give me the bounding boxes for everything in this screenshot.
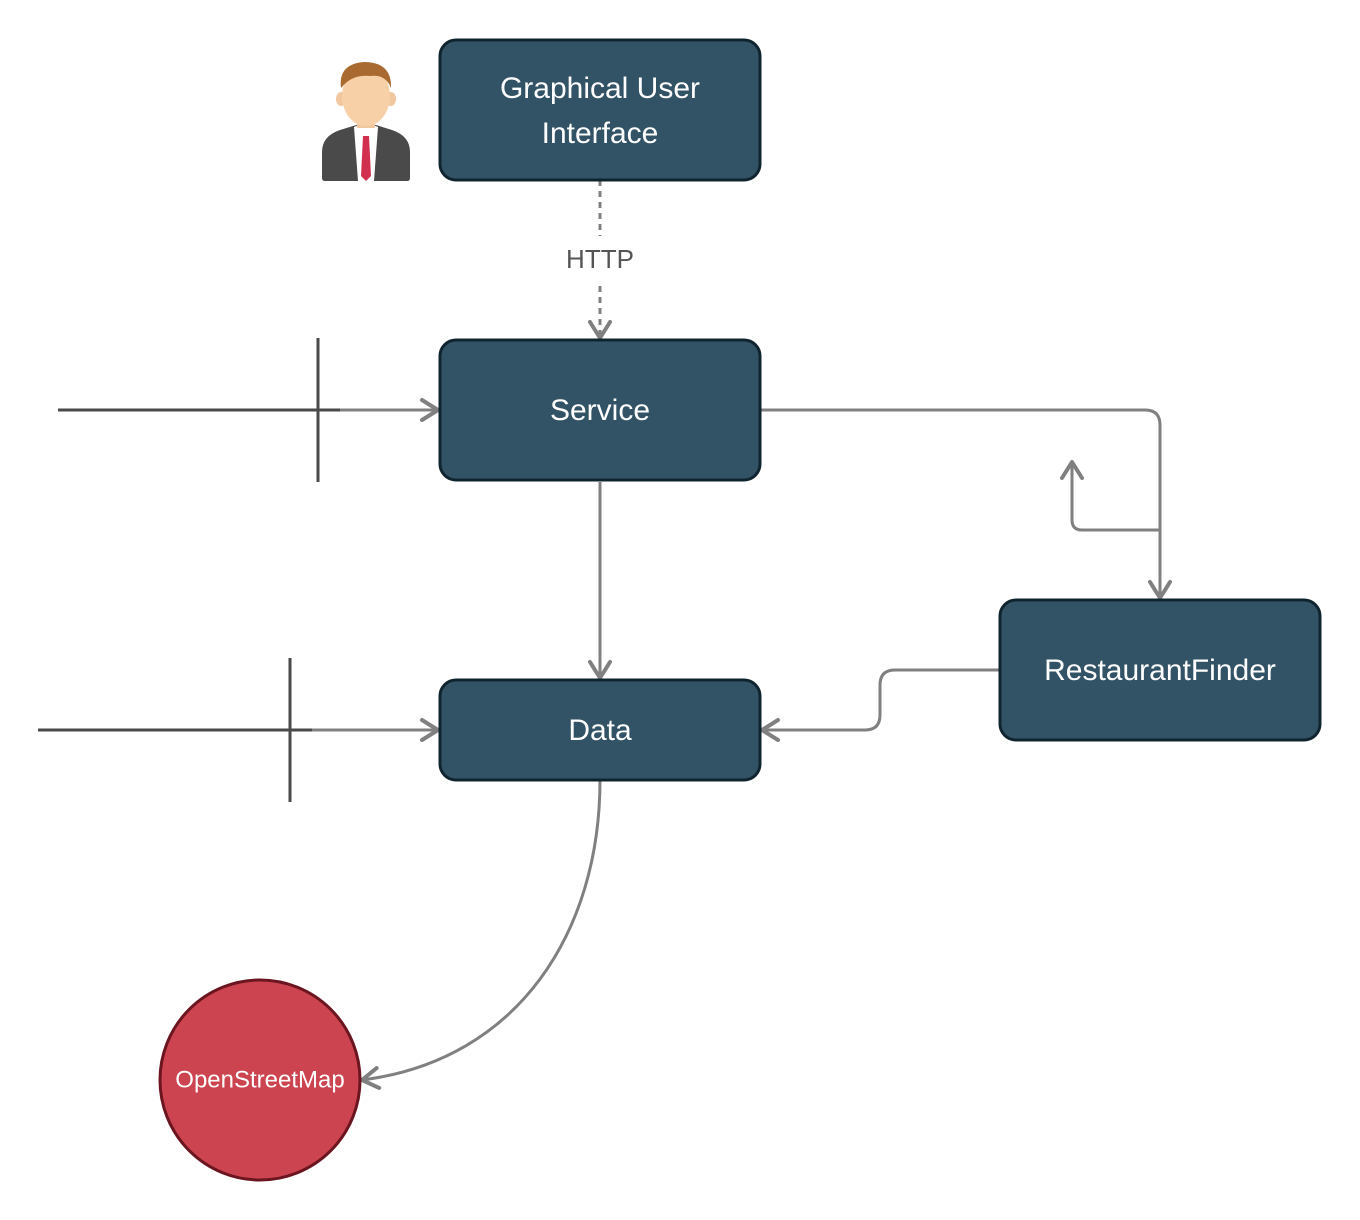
data-label: Data	[568, 714, 632, 747]
connectors	[312, 180, 1172, 1090]
edge-service-to-restaurant-finder[interactable]	[760, 408, 1172, 600]
openstreetmap-label: OpenStreetMap	[175, 1066, 344, 1093]
edge-label-http: HTTP	[566, 244, 634, 274]
person-in-suit-icon	[322, 62, 410, 181]
edge-restaurant-finder-to-data[interactable]	[760, 668, 1000, 742]
gui-label-line2: Interface	[542, 117, 659, 150]
restaurant-finder-label: RestaurantFinder	[1044, 654, 1276, 687]
gui-label-line1: Graphical User	[500, 72, 700, 105]
node-restaurant-finder[interactable]: RestaurantFinder	[998, 598, 1322, 742]
edge-data-to-openstreetmap[interactable]	[360, 779, 602, 1090]
node-service[interactable]: Service	[438, 338, 762, 482]
node-openstreetmap[interactable]: OpenStreetMap	[158, 978, 362, 1182]
external-inputs	[38, 338, 340, 802]
node-graphical-user-interface[interactable]: Graphical User Interface	[438, 38, 762, 182]
service-label: Service	[550, 394, 650, 427]
node-data[interactable]: Data	[438, 678, 762, 782]
edge-branch-stub[interactable]	[1060, 460, 1160, 532]
